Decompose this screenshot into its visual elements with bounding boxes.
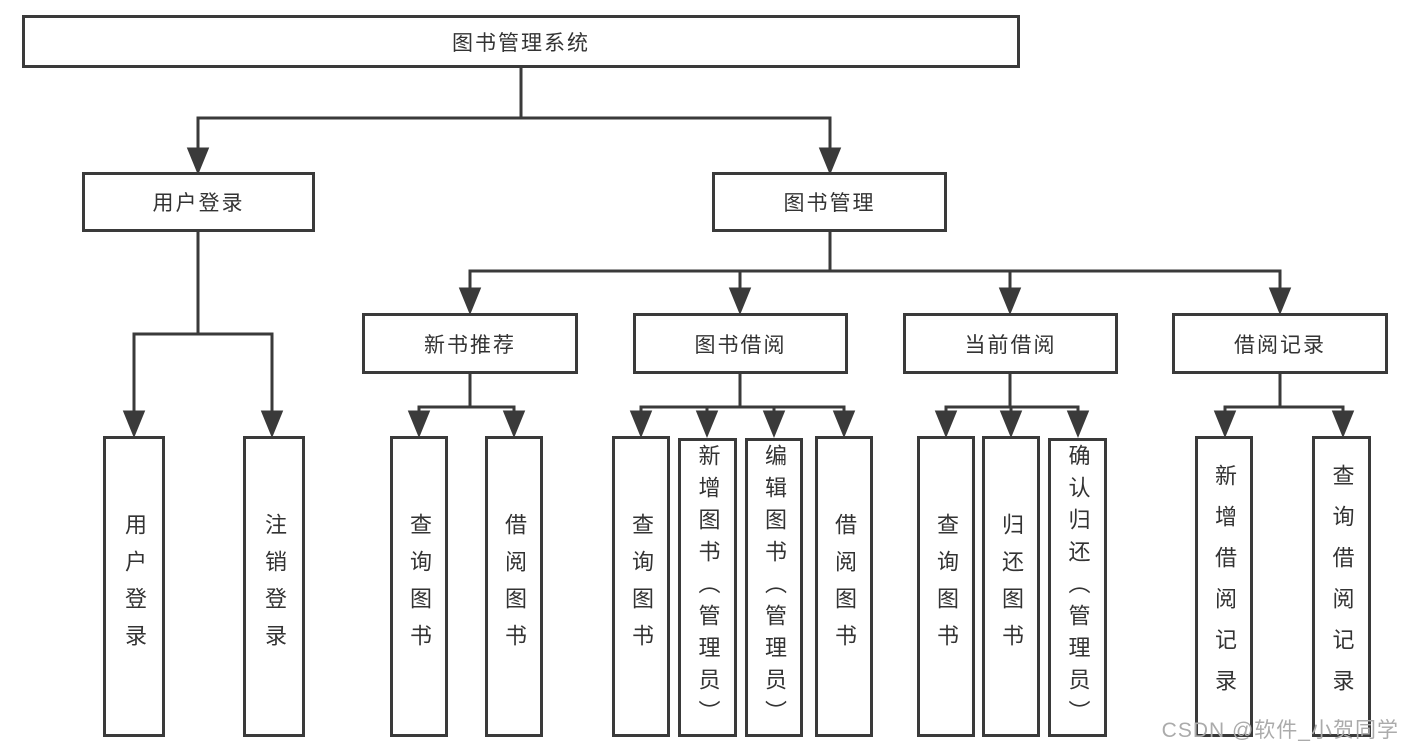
node-borrow-record: 借阅记录	[1172, 313, 1388, 374]
node-label: 新增图书（管理员）	[695, 443, 721, 732]
node-label: 用户登录	[152, 192, 245, 215]
node-label: 用户登录	[122, 512, 147, 661]
node-label: 借阅图书	[832, 512, 857, 661]
leaf-return-books: 归还图书	[982, 436, 1040, 737]
node-label: 借阅记录	[1234, 333, 1326, 357]
leaf-add-borrow-record: 新增借阅记录	[1195, 436, 1253, 737]
node-label: 确认归还（管理员）	[1065, 443, 1091, 732]
node-new-book-recommend: 新书推荐	[362, 313, 578, 374]
node-label: 图书借阅	[694, 333, 787, 357]
leaf-edit-book-admin: 编辑图书（管理员）	[745, 438, 803, 737]
csdn-watermark: CSDN @软件_小贺同学	[1161, 719, 1399, 742]
node-label: 查询图书	[407, 512, 432, 661]
node-label: 图书管理	[783, 192, 876, 215]
leaf-borrow-books-2: 借阅图书	[815, 436, 873, 737]
leaf-add-book-admin: 新增图书（管理员）	[678, 438, 737, 737]
leaf-logout: 注销登录	[243, 436, 305, 737]
leaf-query-borrow-record: 查询借阅记录	[1312, 436, 1371, 737]
node-user-login-branch: 用户登录	[82, 172, 315, 232]
node-label: 查询借阅记录	[1329, 463, 1355, 710]
leaf-user-login: 用户登录	[103, 436, 165, 737]
node-label: 图书管理系统	[452, 31, 590, 55]
node-label: 查询图书	[934, 512, 959, 661]
node-label: 新书推荐	[424, 333, 516, 357]
leaf-confirm-return-admin: 确认归还（管理员）	[1048, 438, 1107, 737]
node-current-borrow: 当前借阅	[903, 313, 1118, 374]
node-label: 查询图书	[629, 512, 654, 661]
node-label: 注销登录	[262, 512, 287, 661]
node-label: 借阅图书	[502, 512, 527, 661]
leaf-query-books-1: 查询图书	[390, 436, 448, 737]
leaf-query-books-2: 查询图书	[612, 436, 670, 737]
node-book-management-branch: 图书管理	[712, 172, 947, 232]
node-label: 编辑图书（管理员）	[762, 443, 787, 732]
node-label: 归还图书	[999, 512, 1024, 661]
node-label: 新增借阅记录	[1212, 463, 1237, 710]
node-root-system: 图书管理系统	[22, 15, 1020, 68]
leaf-query-books-3: 查询图书	[917, 436, 975, 737]
node-book-borrow: 图书借阅	[633, 313, 848, 374]
node-label: 当前借阅	[964, 333, 1057, 357]
leaf-borrow-books-1: 借阅图书	[485, 436, 543, 737]
